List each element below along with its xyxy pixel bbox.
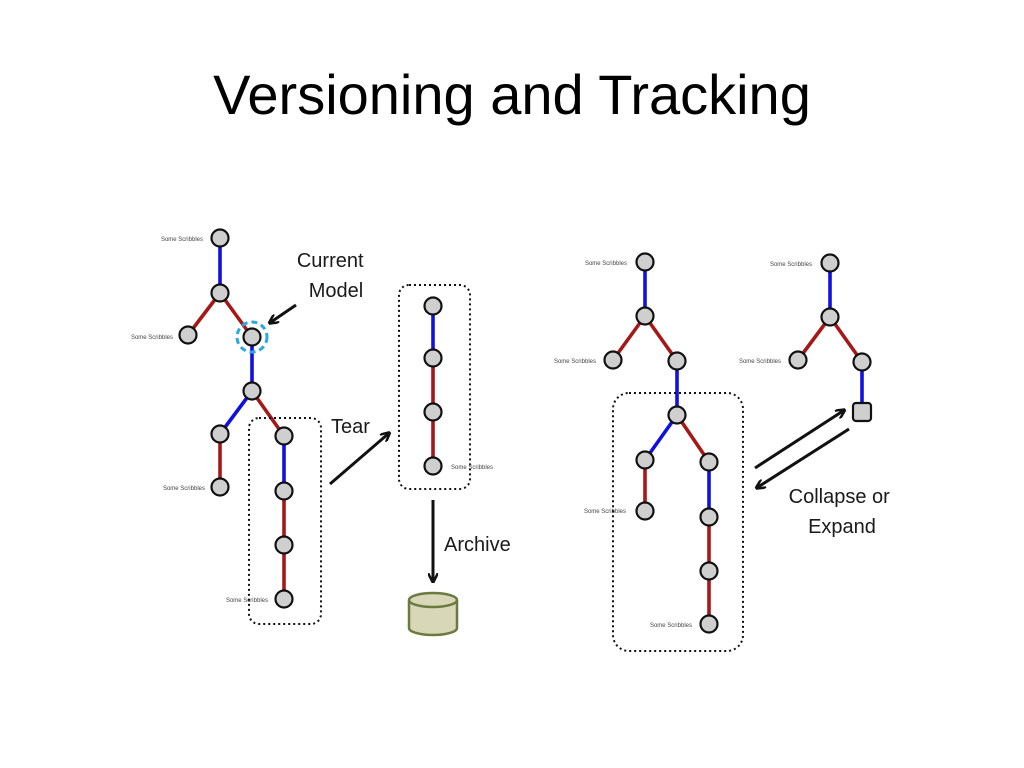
version-node[interactable] — [699, 452, 719, 472]
version-node[interactable] — [210, 283, 230, 303]
current-model-node[interactable] — [242, 327, 262, 347]
tear-selection-frame — [248, 417, 322, 625]
current-model-line-2: Model — [309, 280, 363, 302]
version-node[interactable] — [178, 325, 198, 345]
scribble-note: Some Scribbles — [131, 335, 173, 341]
scribble-note: Some Scribbles — [161, 237, 203, 243]
scribble-note: Some Scribbles — [585, 261, 627, 267]
version-node[interactable] — [274, 426, 294, 446]
collapse-expand-line-1: Collapse or — [789, 486, 891, 508]
version-node[interactable] — [423, 348, 443, 368]
scribble-note: Some Scribbles — [163, 486, 205, 492]
version-node[interactable] — [667, 351, 687, 371]
current-model-highlight — [235, 320, 269, 354]
current-model-label: Current Model — [297, 250, 369, 302]
collapse-expand-line-2: Expand — [808, 516, 876, 538]
torn-branch-frame — [398, 284, 471, 490]
version-node[interactable] — [423, 456, 443, 476]
version-node[interactable] — [603, 350, 623, 370]
version-node[interactable] — [699, 561, 719, 581]
version-node[interactable] — [635, 306, 655, 326]
version-node[interactable] — [788, 350, 808, 370]
version-node[interactable] — [820, 253, 840, 273]
scribble-note: Some Scribbles — [451, 465, 493, 471]
scribble-note: Some Scribbles — [770, 262, 812, 268]
current-model-arrow — [271, 303, 297, 322]
scribble-note: Some Scribbles — [584, 509, 626, 515]
version-node[interactable] — [699, 614, 719, 634]
scribble-note: Some Scribbles — [554, 359, 596, 365]
torn-branch: Some Scribbles — [398, 284, 493, 490]
version-node[interactable] — [274, 481, 294, 501]
version-node[interactable] — [635, 501, 655, 521]
scribble-note: Some Scribbles — [650, 623, 692, 629]
version-node[interactable] — [210, 477, 230, 497]
version-node[interactable] — [210, 424, 230, 444]
version-node[interactable] — [667, 405, 687, 425]
archive-label: Archive — [444, 534, 511, 556]
version-node[interactable] — [820, 307, 840, 327]
collapse-arrow — [754, 411, 843, 470]
version-node[interactable] — [423, 402, 443, 422]
version-node[interactable] — [852, 352, 872, 372]
version-node[interactable] — [242, 381, 262, 401]
version-node[interactable] — [210, 228, 230, 248]
tear-arrow — [329, 434, 388, 486]
version-node[interactable] — [635, 450, 655, 470]
version-node[interactable] — [699, 507, 719, 527]
scribble-note: Some Scribbles — [226, 598, 268, 604]
version-node[interactable] — [274, 535, 294, 555]
expand-arrow — [758, 427, 850, 487]
archive-database-icon — [407, 591, 459, 637]
version-node[interactable] — [635, 252, 655, 272]
collapse-expand-label: Collapse or Expand — [789, 486, 896, 538]
current-model-line-1: Current — [297, 250, 364, 272]
scribble-note: Some Scribbles — [739, 359, 781, 365]
version-node[interactable] — [423, 296, 443, 316]
left-version-tree: Some Scribbles Some Scribbles Some Scrib… — [131, 228, 322, 625]
tear-label: Tear — [331, 416, 370, 438]
slide-title: Versioning and Tracking — [213, 63, 811, 126]
collapsed-node-icon[interactable] — [851, 401, 873, 423]
expanded-version-tree: Some Scribbles Some Scribbles Some Scrib… — [554, 252, 744, 652]
version-node[interactable] — [274, 589, 294, 609]
collapse-selection-frame — [612, 392, 744, 652]
collapsed-version-tree: Some Scribbles Some Scribbles — [739, 253, 873, 423]
